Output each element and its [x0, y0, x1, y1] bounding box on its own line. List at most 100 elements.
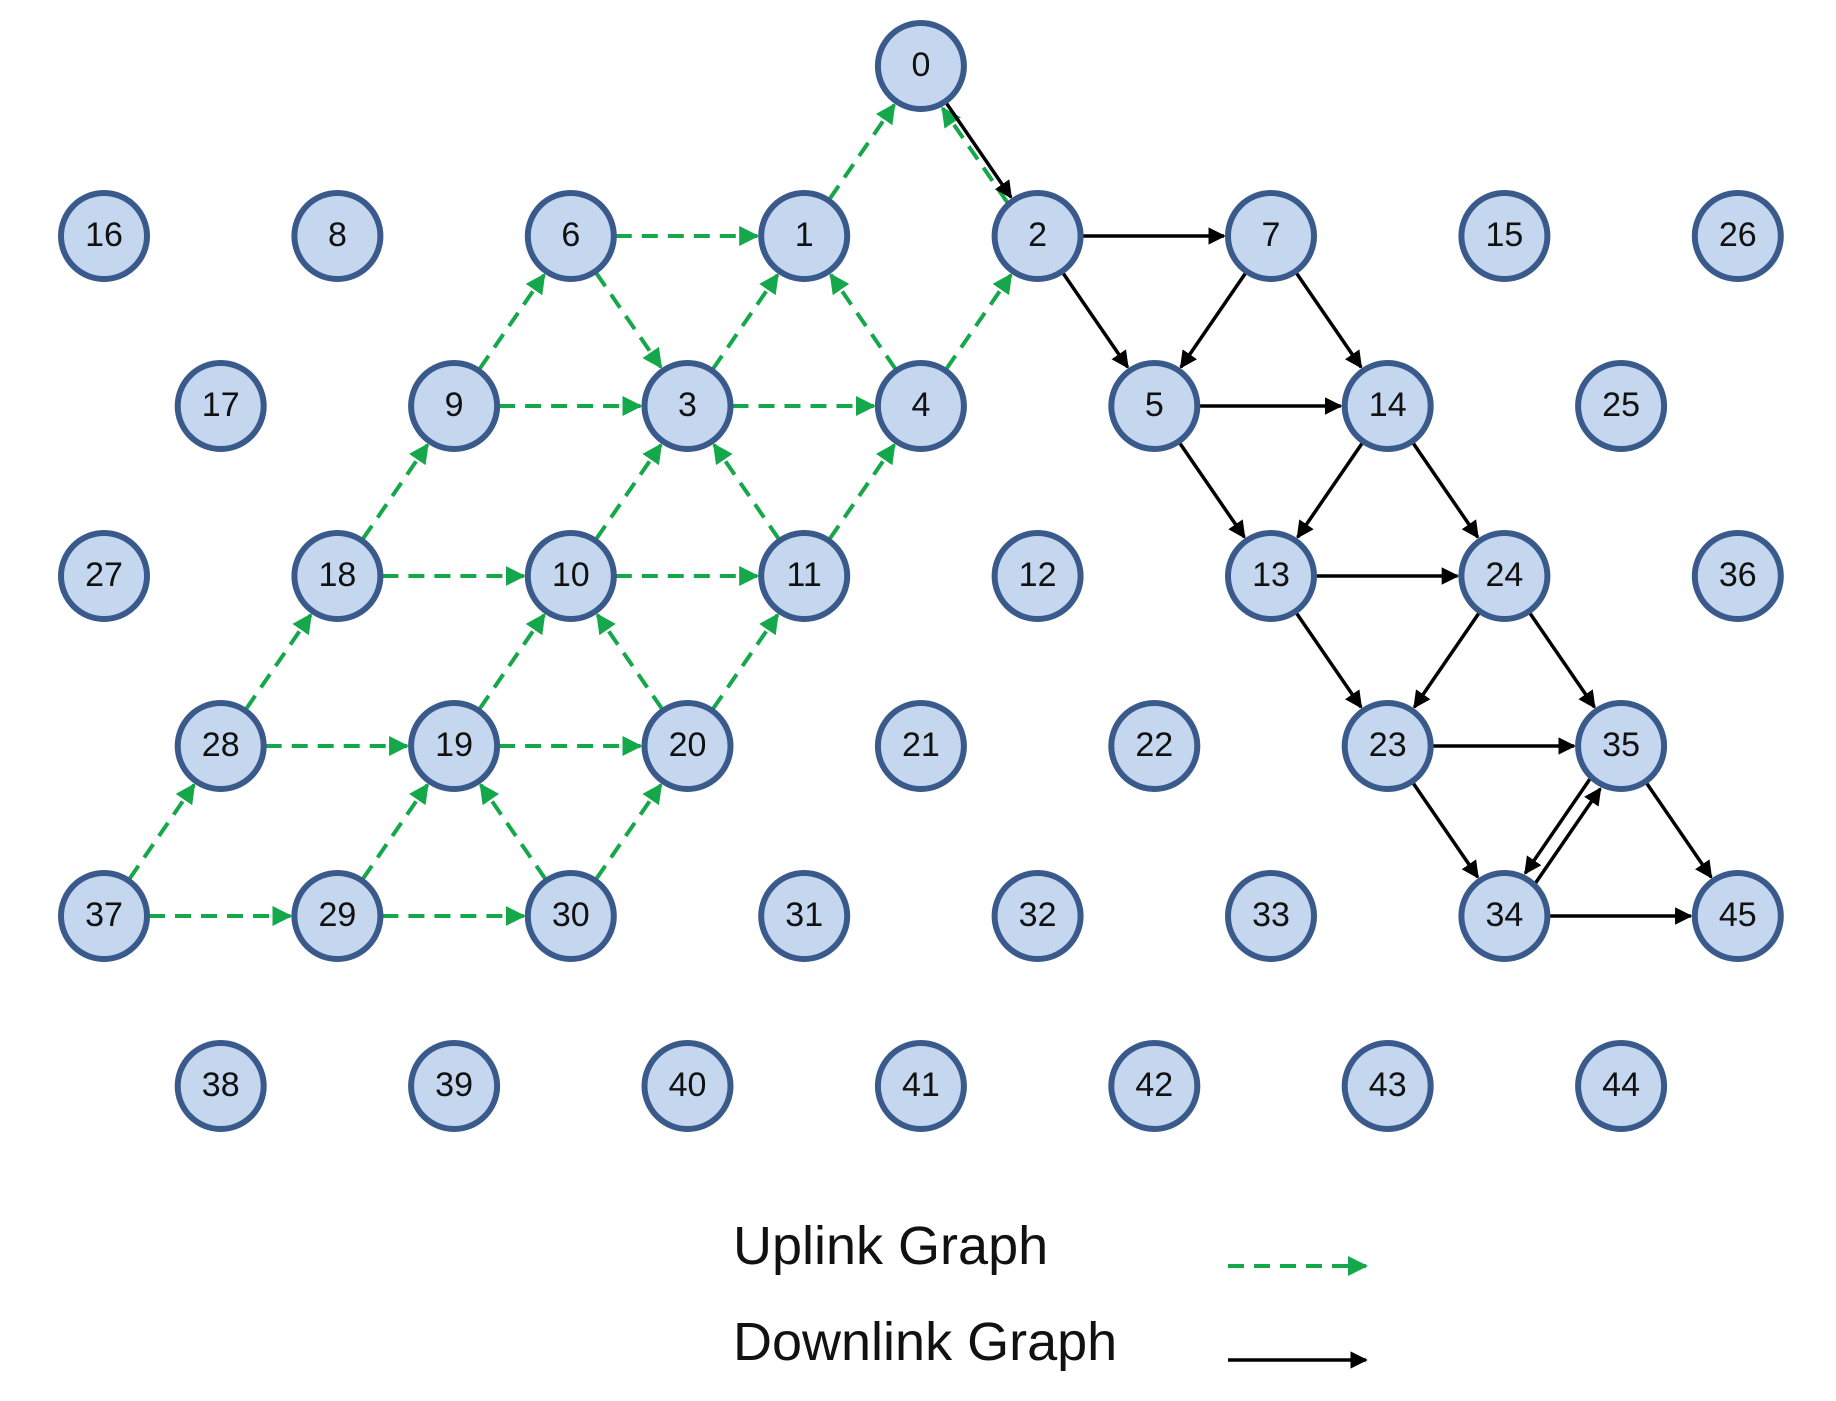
node-circle — [991, 870, 1084, 962]
node-label: 3 — [678, 386, 697, 424]
downlink-edge-7-to-14 — [1295, 272, 1363, 369]
node-41: 41 — [874, 1040, 967, 1132]
node-2: 2 — [991, 190, 1084, 282]
node-label: 26 — [1719, 216, 1757, 254]
node-circle — [291, 870, 384, 962]
node-11: 11 — [758, 530, 851, 622]
node-label: 14 — [1369, 386, 1407, 424]
node-23: 23 — [1341, 700, 1434, 792]
node-circle — [1341, 1040, 1434, 1132]
downlink-edge-13-to-23 — [1295, 612, 1363, 709]
node-22: 22 — [1108, 700, 1201, 792]
node-circle — [291, 190, 384, 282]
node-9: 9 — [408, 360, 501, 452]
uplink-edge-2-to-0 — [940, 106, 1009, 204]
node-40: 40 — [641, 1040, 734, 1132]
node-42: 42 — [1108, 1040, 1201, 1132]
node-24: 24 — [1458, 530, 1551, 622]
node-label: 19 — [435, 726, 473, 764]
node-21: 21 — [874, 700, 967, 792]
node-label: 25 — [1602, 386, 1640, 424]
uplink-edge-19-to-10 — [477, 613, 546, 711]
uplink-edge-11-to-4 — [828, 443, 896, 541]
node-label: 2 — [1028, 216, 1047, 254]
node-label: 39 — [435, 1066, 473, 1104]
node-circle — [991, 530, 1084, 622]
node-4: 4 — [874, 360, 967, 452]
node-label: 8 — [328, 216, 347, 254]
node-27: 27 — [58, 530, 150, 622]
node-label: 5 — [1145, 386, 1164, 424]
node-circle — [408, 1040, 501, 1132]
node-25: 25 — [1575, 360, 1668, 452]
uplink-edge-11-to-3 — [712, 443, 781, 541]
node-circle — [1341, 700, 1434, 792]
node-circle — [58, 530, 150, 622]
node-label: 0 — [911, 46, 930, 84]
uplink-edge-37-to-28 — [127, 783, 196, 881]
node-26: 26 — [1691, 190, 1784, 282]
node-12: 12 — [991, 530, 1084, 622]
node-label: 35 — [1602, 726, 1640, 764]
node-circle — [1225, 870, 1317, 962]
node-circle — [758, 870, 851, 962]
uplink-edge-1-to-0 — [828, 103, 896, 201]
node-label: 1 — [795, 216, 814, 254]
node-label: 31 — [785, 896, 823, 934]
downlink-edge-34-to-35 — [1534, 787, 1602, 884]
node-7: 7 — [1225, 190, 1317, 282]
node-17: 17 — [174, 360, 267, 452]
node-3: 3 — [641, 360, 734, 452]
downlink-edge-24-to-23 — [1412, 612, 1481, 709]
uplink-edge-10-to-3 — [594, 443, 663, 541]
node-13: 13 — [1225, 530, 1317, 622]
node-label: 30 — [552, 896, 590, 934]
node-43: 43 — [1341, 1040, 1434, 1132]
node-label: 11 — [787, 556, 822, 594]
downlink-edge-7-to-5 — [1179, 272, 1247, 369]
node-circle — [174, 1040, 267, 1132]
node-circle — [524, 530, 617, 622]
node-circle — [1575, 360, 1668, 452]
node-label: 16 — [85, 216, 123, 254]
node-circle — [1225, 190, 1317, 282]
node-circle — [758, 190, 851, 282]
downlink-edge-35-to-45 — [1645, 782, 1713, 879]
node-label: 42 — [1135, 1066, 1173, 1104]
node-8: 8 — [291, 190, 384, 282]
node-label: 32 — [1019, 896, 1057, 934]
node-label: 10 — [552, 556, 590, 594]
node-circle — [58, 870, 150, 962]
node-14: 14 — [1341, 360, 1434, 452]
node-label: 44 — [1602, 1066, 1640, 1104]
legend-downlink-label: Downlink Graph — [733, 1312, 1117, 1372]
downlink-edges — [944, 102, 1713, 925]
node-circle — [174, 700, 267, 792]
downlink-edge-14-to-13 — [1296, 442, 1364, 539]
node-label: 18 — [318, 556, 356, 594]
uplink-edge-3-to-1 — [711, 273, 780, 371]
node-label: 17 — [202, 386, 240, 424]
node-label: 27 — [85, 556, 123, 594]
node-circle — [174, 360, 267, 452]
node-32: 32 — [991, 870, 1084, 962]
uplink-edge-4-to-1 — [829, 273, 898, 371]
node-label: 34 — [1485, 896, 1523, 934]
node-label: 38 — [202, 1066, 240, 1104]
node-36: 36 — [1691, 530, 1784, 622]
downlink-edge-5-to-13 — [1178, 442, 1246, 539]
node-label: 43 — [1369, 1066, 1407, 1104]
uplink-edge-30-to-19 — [479, 783, 547, 881]
uplink-edge-20-to-10 — [595, 613, 664, 711]
node-37: 37 — [58, 870, 150, 962]
node-label: 45 — [1719, 896, 1757, 934]
node-29: 29 — [291, 870, 384, 962]
node-label: 41 — [902, 1066, 940, 1104]
node-circle — [641, 700, 734, 792]
node-circle — [758, 530, 851, 622]
node-circle — [1458, 530, 1551, 622]
node-circle — [1691, 190, 1784, 282]
node-label: 13 — [1252, 556, 1290, 594]
node-44: 44 — [1575, 1040, 1668, 1132]
node-10: 10 — [524, 530, 617, 622]
